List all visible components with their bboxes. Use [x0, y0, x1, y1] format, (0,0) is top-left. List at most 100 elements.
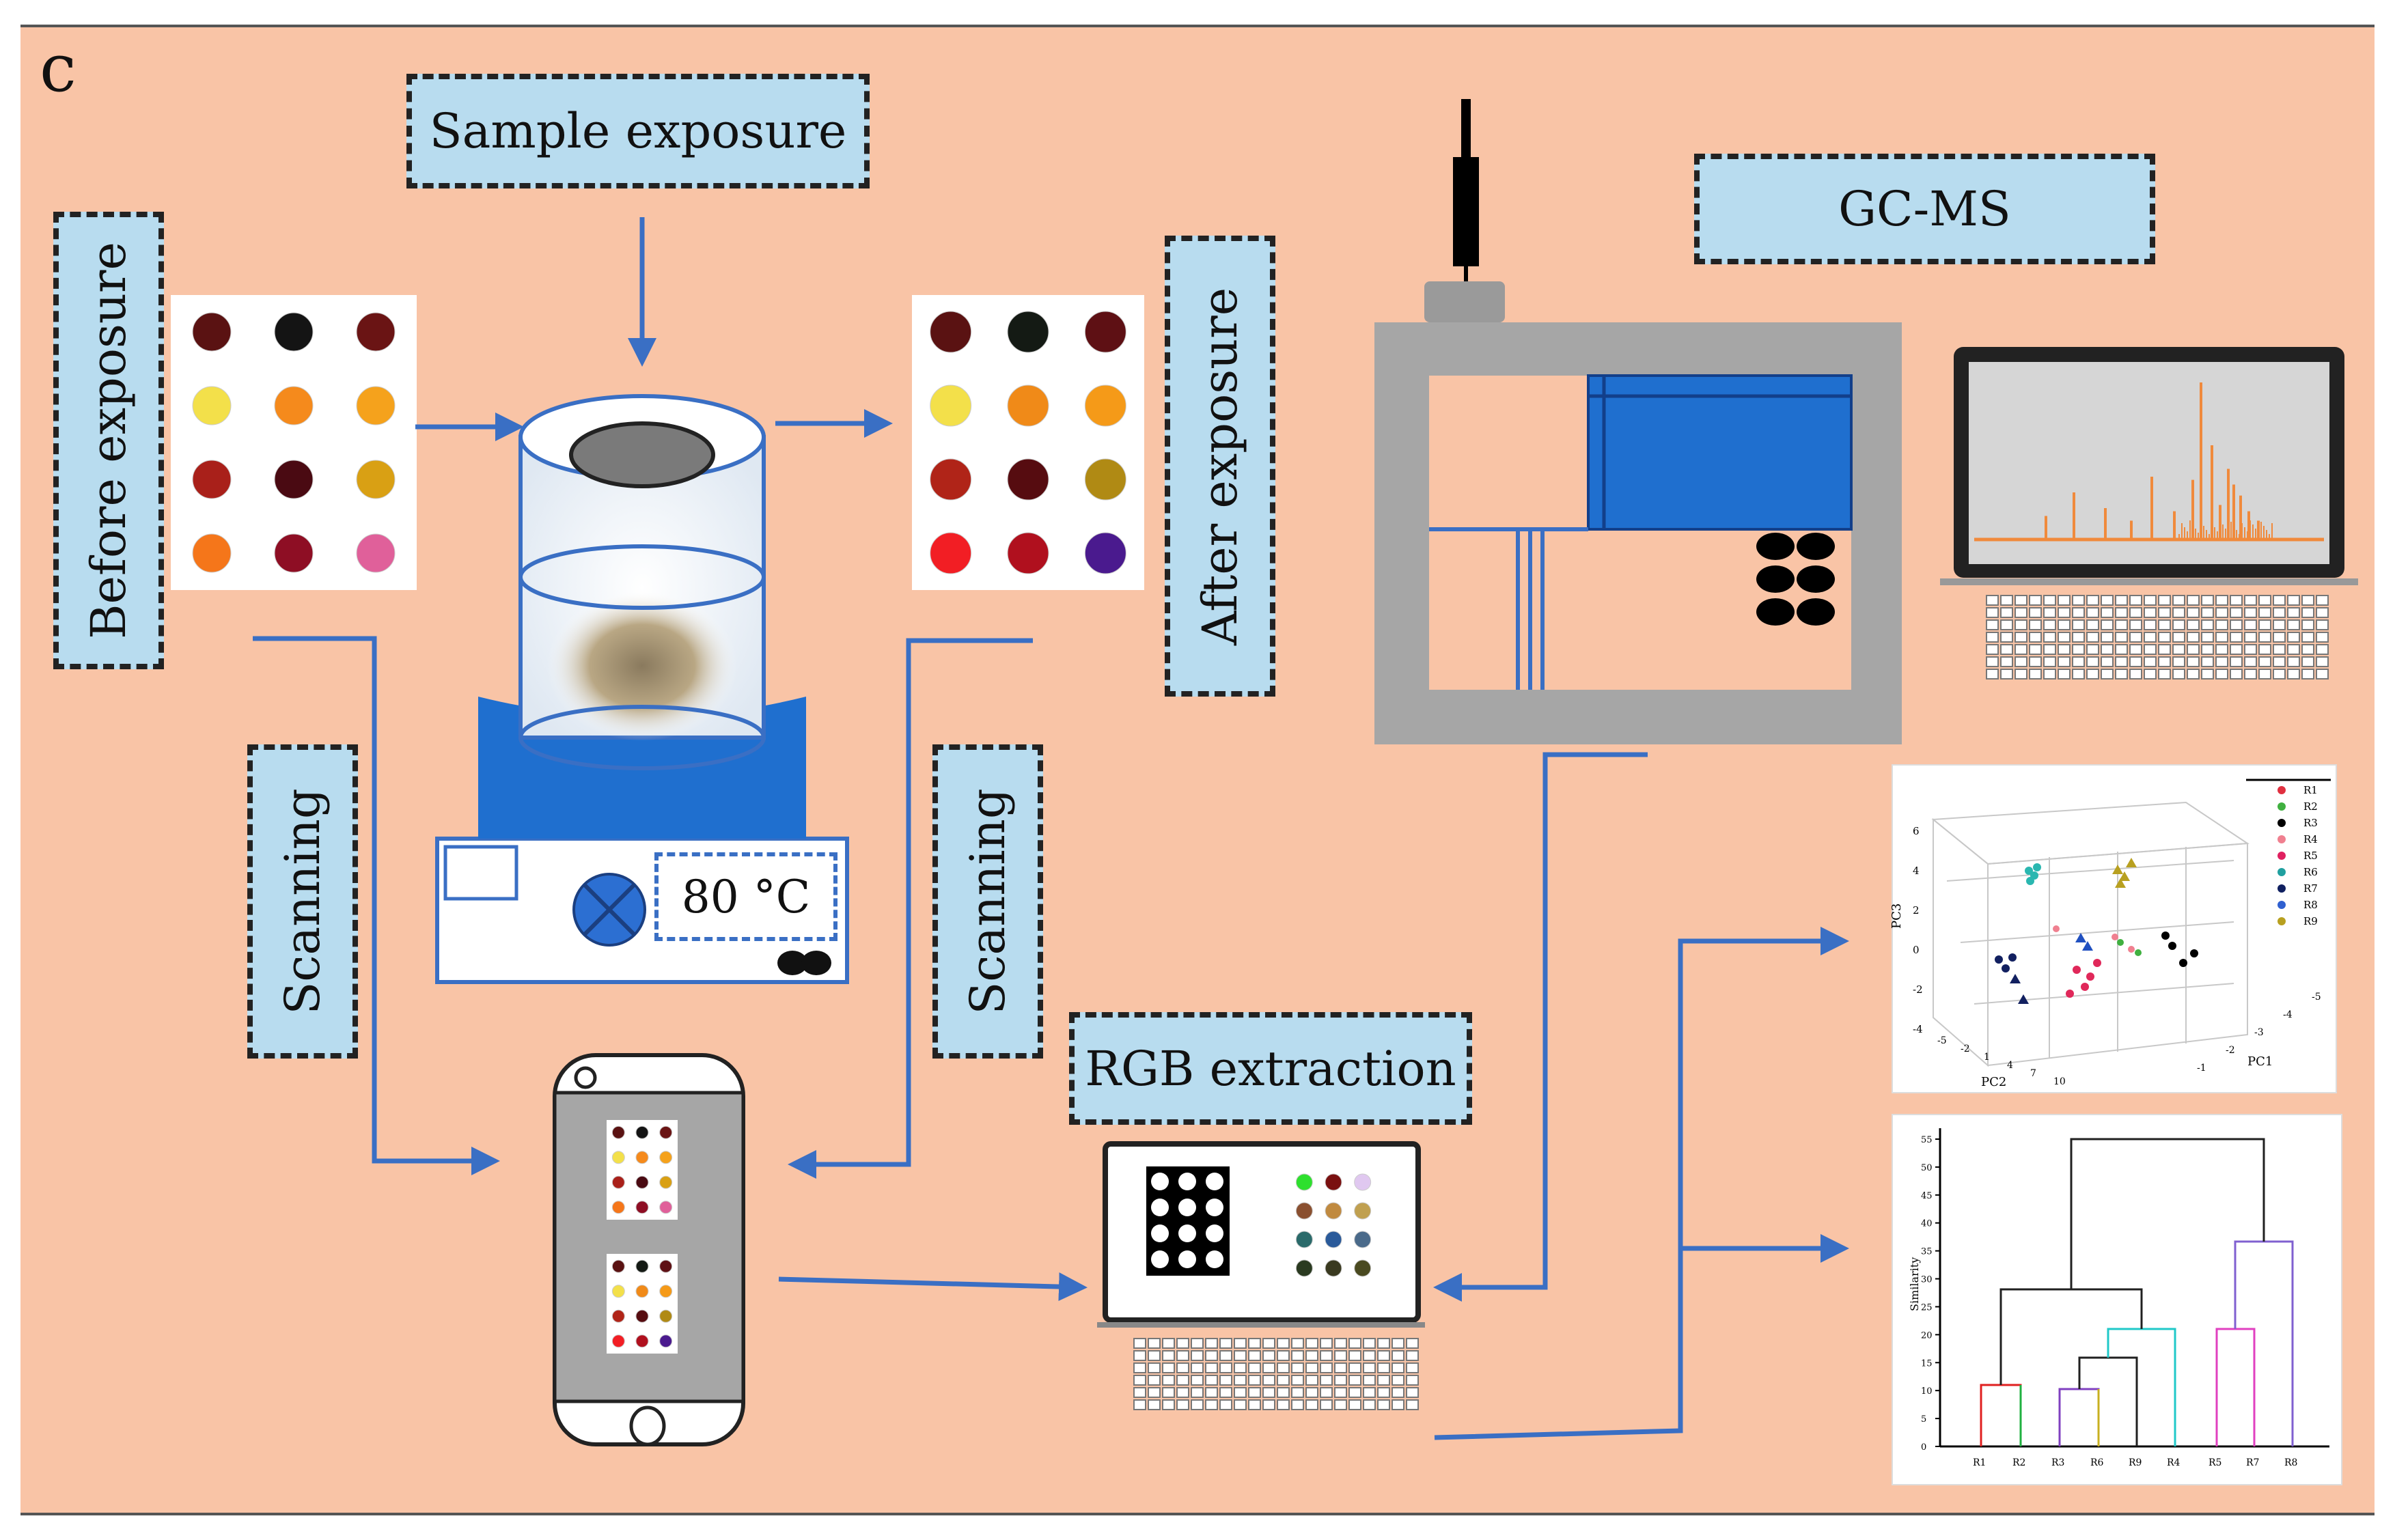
rgb-kbd-key	[1377, 1375, 1390, 1386]
gc-kbd-key	[2029, 644, 2042, 655]
pca-x-tick: 4	[2007, 1060, 2013, 1071]
extracted-dot	[1354, 1259, 1372, 1277]
rgb-kbd-key	[1162, 1338, 1175, 1349]
dendrogram-leaf: R1	[1973, 1457, 1986, 1468]
gc-kbd-key	[2072, 656, 2085, 667]
dendrogram-y-tick: 0	[1921, 1442, 1926, 1453]
gc-kbd-key	[2201, 619, 2214, 630]
pca-legend-label: R3	[2303, 817, 2318, 829]
phone-top-array-dot	[611, 1125, 625, 1139]
gc-kbd-key	[2144, 607, 2157, 618]
label-after-exposure: After exposure	[1165, 236, 1275, 697]
pca-z-tick: -3	[2254, 1027, 2264, 1038]
gc-kbd-key	[1986, 619, 1999, 630]
keyboard-gcms	[1986, 595, 2329, 680]
extracted-dot	[1295, 1231, 1313, 1248]
rgb-kbd-key	[1234, 1338, 1247, 1349]
rgb-kbd-key	[1191, 1387, 1204, 1398]
dendrogram-y-tick: 25	[1921, 1302, 1933, 1313]
gc-kbd-key	[2187, 595, 2200, 606]
rgb-kbd-key	[1191, 1399, 1204, 1410]
after-array-dot	[1007, 458, 1049, 501]
rgb-kbd-key	[1348, 1362, 1361, 1373]
gc-kbd-key	[2316, 619, 2329, 630]
pca-legend-label: R4	[2303, 833, 2318, 845]
rgb-kbd-key	[1248, 1387, 1261, 1398]
dendrogram-y-tick: 55	[1921, 1135, 1933, 1145]
flow-arrows	[253, 217, 1849, 1440]
gc-kbd-key	[2129, 595, 2142, 606]
label-before-exposure-text: Before exposure	[81, 242, 137, 639]
rgb-kbd-key	[1176, 1338, 1189, 1349]
gc-kbd-key	[2301, 644, 2314, 655]
rgb-kbd-key	[1277, 1387, 1290, 1398]
gc-kbd-key	[2029, 619, 2042, 630]
label-scanning-left: Scanning	[247, 744, 358, 1059]
gc-kbd-key	[2072, 644, 2085, 655]
gc-kbd-key	[2201, 595, 2214, 606]
rgb-kbd-key	[1148, 1387, 1161, 1398]
dendrogram-y-tick: 45	[1921, 1191, 1933, 1201]
mask-dot	[1206, 1173, 1223, 1190]
gc-kbd-key	[2158, 656, 2171, 667]
after-array-dot	[930, 458, 972, 501]
gc-kbd-key	[2301, 607, 2314, 618]
gc-kbd-key	[2172, 656, 2185, 667]
rgb-kbd-key	[1234, 1362, 1247, 1373]
pca-z-tick: -4	[2283, 1009, 2293, 1020]
gc-kbd-key	[2187, 619, 2200, 630]
rgb-kbd-key	[1234, 1399, 1247, 1410]
gc-kbd-key	[2115, 632, 2128, 643]
after-array-dot	[930, 311, 972, 353]
extracted-dot	[1325, 1259, 1342, 1277]
gc-kbd-key	[2258, 607, 2271, 618]
rgb-kbd-key	[1406, 1375, 1419, 1386]
rgb-kbd-key	[1320, 1338, 1333, 1349]
rgb-kbd-key	[1334, 1338, 1347, 1349]
gc-kbd-key	[2000, 619, 2013, 630]
gc-kbd-key	[2316, 607, 2329, 618]
rgb-kbd-key	[1406, 1399, 1419, 1410]
gc-kbd-key	[2000, 656, 2013, 667]
heater-temperature-text: 80 °C	[681, 870, 811, 923]
dendrogram-leaf: R6	[2090, 1457, 2104, 1468]
gc-kbd-key	[2301, 619, 2314, 630]
gc-kbd-key	[2029, 656, 2042, 667]
gc-kbd-key	[2072, 632, 2085, 643]
before-array-dot	[192, 386, 232, 425]
after-array-dot	[1084, 311, 1126, 353]
after-array-dot	[930, 384, 972, 427]
dendrogram-ylabel: Similarity	[1908, 1257, 1921, 1311]
arrow-after-to-phone	[788, 638, 1033, 1179]
gc-kbd-key	[2316, 632, 2329, 643]
before-array-dot	[356, 460, 396, 499]
rgb-kbd-key	[1219, 1399, 1232, 1410]
arrow-laptop-to-analysis	[1434, 927, 1849, 1440]
gc-kbd-key	[1986, 669, 1999, 680]
rgb-kbd-key	[1162, 1375, 1175, 1386]
rgb-kbd-key	[1348, 1399, 1361, 1410]
rgb-kbd-key	[1348, 1350, 1361, 1361]
gc-kbd-key	[2115, 656, 2128, 667]
gc-kbd-key	[2043, 632, 2056, 643]
gc-kbd-key	[2000, 669, 2013, 680]
vial-cap-opening	[569, 421, 715, 488]
gc-kbd-key	[2172, 669, 2185, 680]
gc-kbd-key	[2015, 669, 2027, 680]
rgb-kbd-key	[1133, 1375, 1146, 1386]
rgb-kbd-key	[1148, 1375, 1161, 1386]
phone-top-array-dot	[635, 1175, 649, 1189]
gc-kbd-key	[2215, 632, 2228, 643]
mask-dot	[1206, 1224, 1223, 1242]
pca-x-tick: -2	[1961, 1044, 1970, 1054]
dendrogram-leaf: R5	[2209, 1457, 2221, 1468]
phone-top-array-dot	[659, 1125, 673, 1139]
gc-kbd-key	[2316, 669, 2329, 680]
phone-bottom-array-dot	[659, 1309, 673, 1323]
phone-home-button-icon	[629, 1405, 666, 1446]
syringe-body	[1453, 157, 1479, 266]
pca-x-tick: 1	[1984, 1052, 1990, 1063]
heater-display	[443, 845, 518, 901]
label-gc-ms-text: GC-MS	[1838, 181, 2011, 237]
extracted-dot	[1325, 1173, 1342, 1191]
